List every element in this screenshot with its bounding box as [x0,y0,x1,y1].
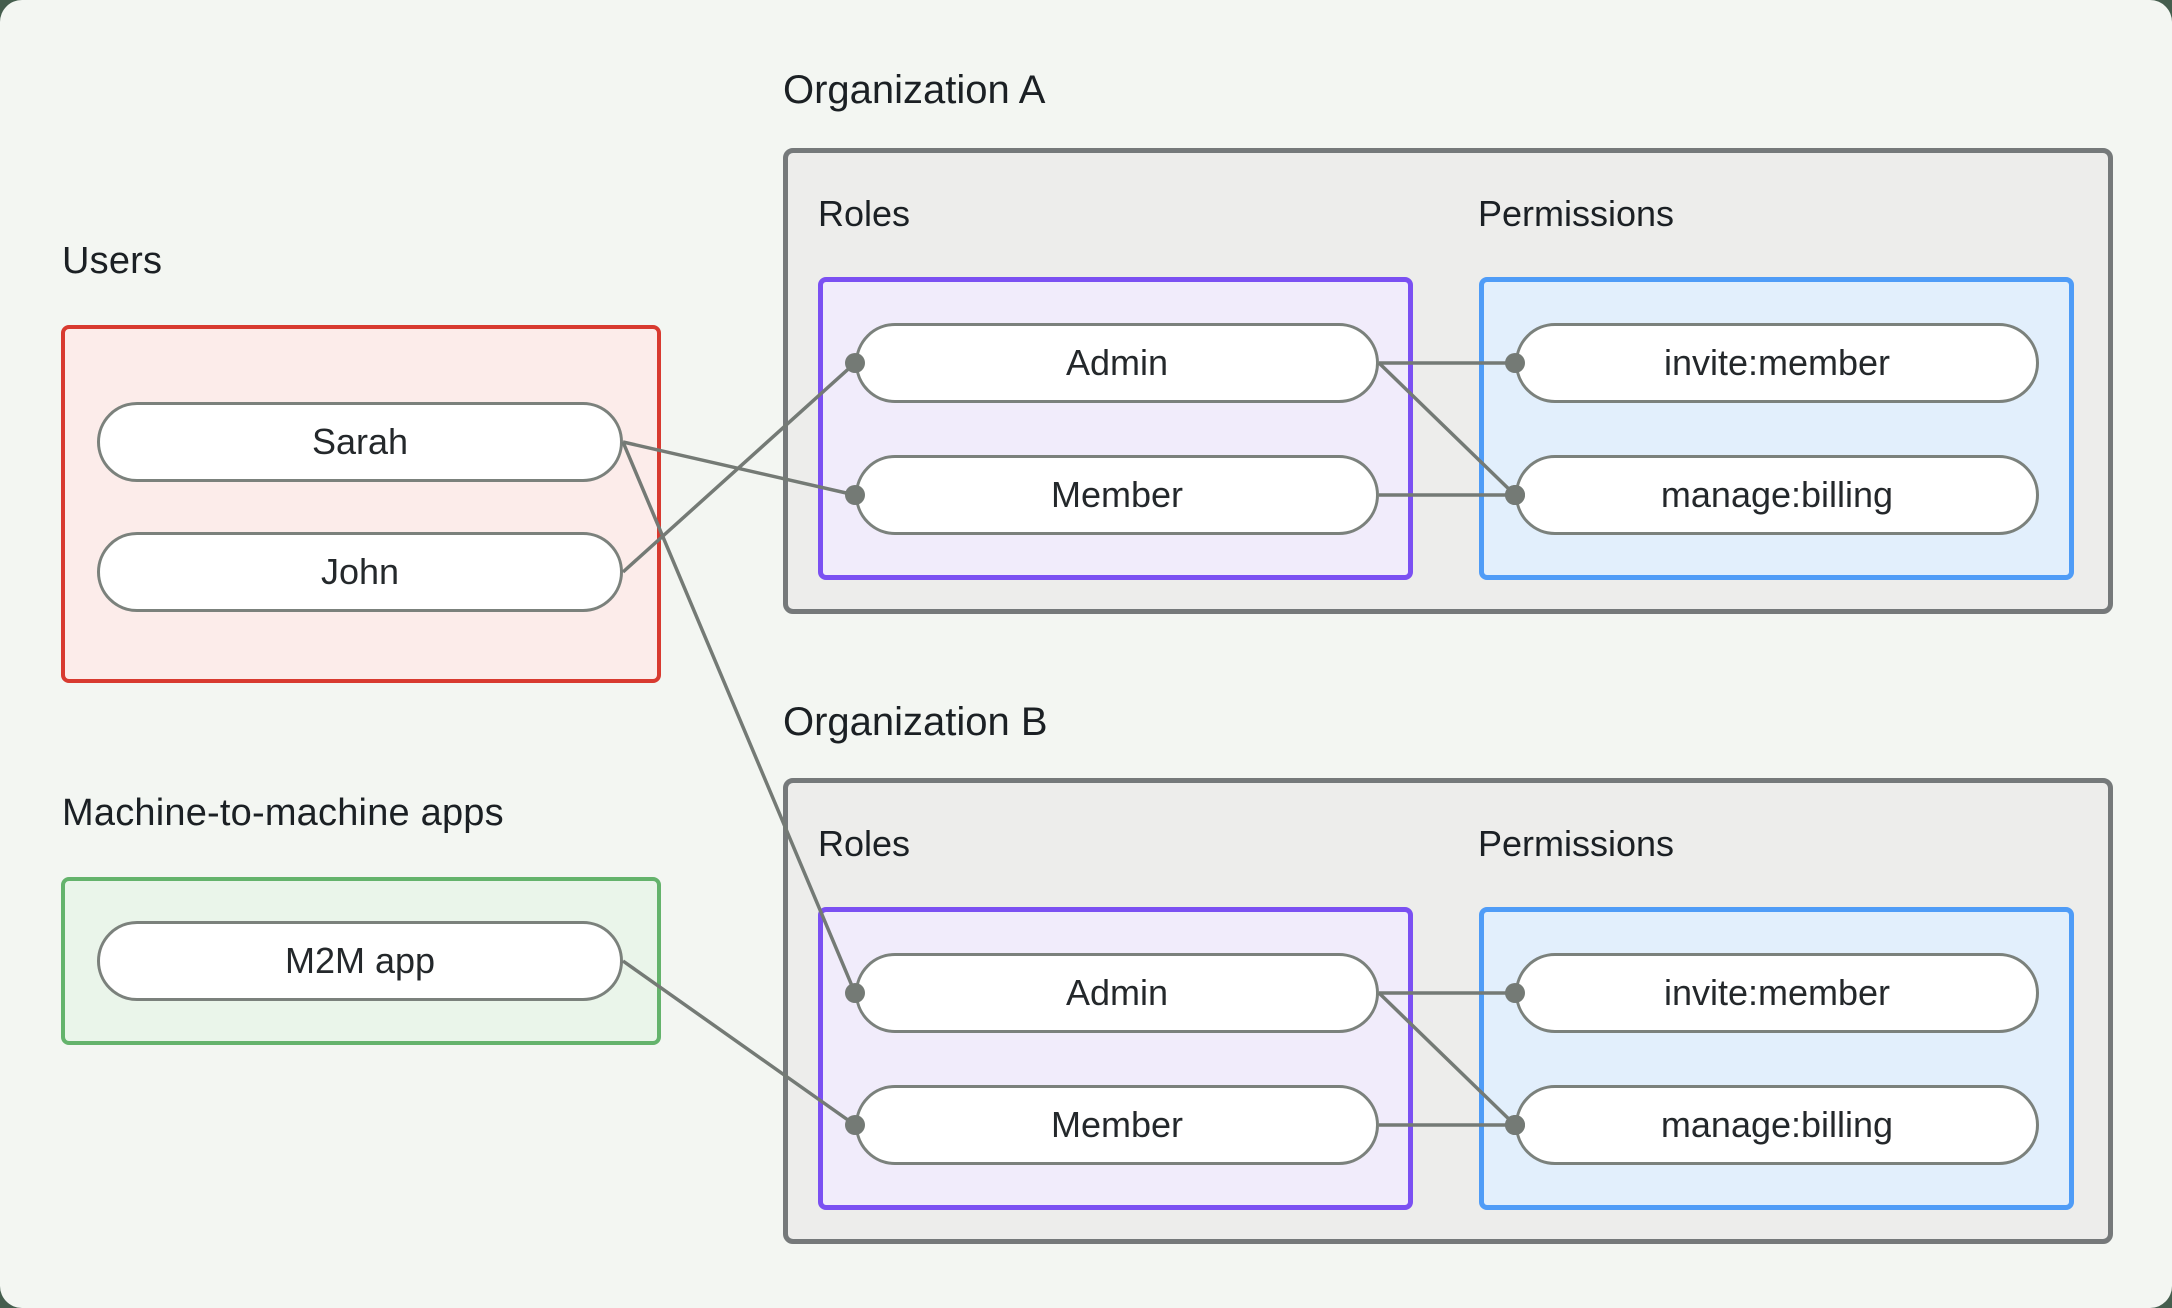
permission-node-manage-billing-org-a-label: manage:billing [1660,474,1894,515]
organization-a-title: Organization A [783,68,1046,112]
role-node-member-org-b-label: Member [1050,1104,1184,1145]
role-node-admin-org-a: Admin [855,323,1379,403]
role-node-admin-org-b: Admin [855,953,1379,1033]
users-section-label: Users [62,240,163,282]
m2m-app-node: M2M app [97,921,623,1001]
permission-node-invite-member-org-a-label: invite:member [1663,342,1891,383]
m2m-group-box: M2M app [61,877,661,1045]
role-node-admin-org-b-label: Admin [1065,972,1169,1013]
role-node-member-org-a-label: Member [1050,474,1184,515]
permission-node-manage-billing-org-b-label: manage:billing [1660,1104,1894,1145]
permission-node-invite-member-org-a: invite:member [1515,323,2039,403]
users-group-box: Sarah John [61,325,661,683]
organization-a-permissions-label: Permissions [1478,193,1675,234]
role-node-admin-org-a-label: Admin [1065,342,1169,383]
organization-b-permissions-box: invite:member manage:billing [1479,907,2074,1210]
organization-b-roles-box: Admin Member [818,907,1413,1210]
organization-a-box: Roles Permissions Admin Member invite:me… [783,148,2113,614]
role-node-member-org-b: Member [855,1085,1379,1165]
organization-b-title: Organization B [783,700,1048,744]
user-node-john-label: John [320,551,400,592]
organization-b-roles-label: Roles [818,823,911,864]
permission-node-invite-member-org-b-label: invite:member [1663,972,1891,1013]
organization-b-permissions-label: Permissions [1478,823,1675,864]
role-node-member-org-a: Member [855,455,1379,535]
permission-node-manage-billing-org-a: manage:billing [1515,455,2039,535]
permission-node-manage-billing-org-b: manage:billing [1515,1085,2039,1165]
m2m-section-label: Machine-to-machine apps [62,792,504,834]
user-node-john: John [97,532,623,612]
user-node-sarah: Sarah [97,402,623,482]
m2m-app-node-label: M2M app [284,940,436,981]
user-node-sarah-label: Sarah [311,421,409,462]
organization-a-roles-label: Roles [818,193,911,234]
permission-node-invite-member-org-b: invite:member [1515,953,2039,1033]
organization-a-permissions-box: invite:member manage:billing [1479,277,2074,580]
organization-a-roles-box: Admin Member [818,277,1413,580]
organization-b-box: Roles Permissions Admin Member invite:me… [783,778,2113,1244]
